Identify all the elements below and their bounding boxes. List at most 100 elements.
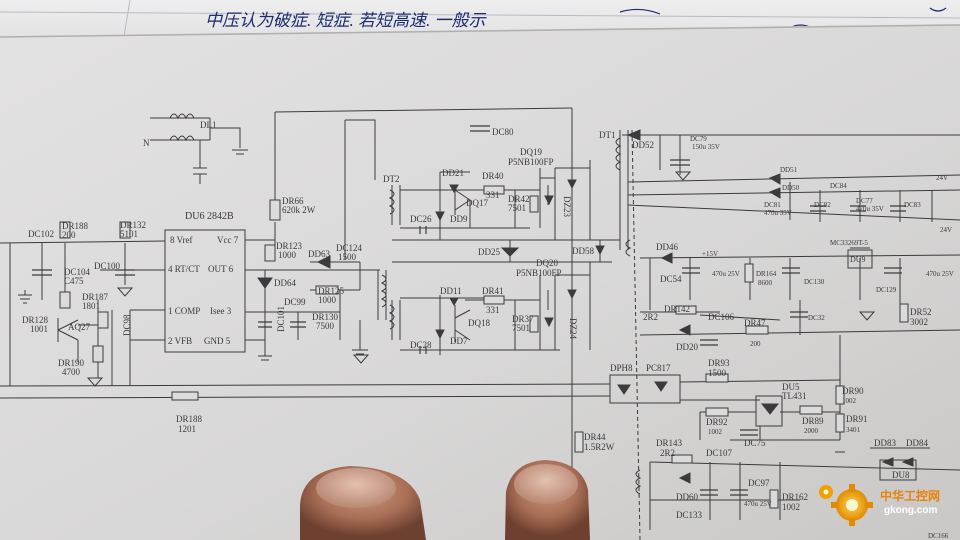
val-DR132: 5101: [120, 229, 138, 239]
val-DR89: 2000: [804, 427, 819, 435]
rail-24v-a: 24V: [936, 174, 948, 182]
pin-7: 2 VFB: [168, 336, 192, 346]
ref-DC80: DC80: [492, 127, 514, 137]
schematic-capacitors: [32, 125, 906, 496]
label-filter: DL1: [200, 120, 217, 130]
ref-DC28: DC28: [410, 340, 432, 350]
ref-DD50: DD50: [782, 184, 800, 192]
val-DR130: 7500: [316, 321, 335, 331]
val-DR92: 1002: [708, 428, 723, 436]
ref-DR47: DR47: [744, 318, 766, 328]
ref-DD25: DD25: [478, 247, 500, 257]
ref-DC99: DC99: [284, 297, 306, 307]
val-DQ19: P5NB100FP: [508, 157, 554, 167]
ref-DD46: DD46: [656, 242, 678, 252]
ref-DD21: DD21: [442, 168, 464, 178]
val-DR125: 1000: [318, 295, 337, 305]
ref-DQ20: DQ20: [536, 258, 558, 268]
ref-DR44: DR44: [584, 432, 606, 442]
ref-DC83: DC83: [904, 201, 921, 209]
val-DR188b: 1201: [178, 424, 196, 434]
ref-DQ19: DQ19: [520, 147, 542, 157]
ref-DC82: DC82: [814, 201, 831, 209]
ref-DR41: DR41: [482, 286, 504, 296]
pin-4: OUT 6: [208, 264, 234, 274]
ref-DC133: DC133: [676, 510, 703, 520]
small-gear-icon: [819, 485, 833, 499]
ground-symbols: [18, 171, 876, 387]
ref-DQ18: DQ18: [468, 318, 490, 328]
val-DR41: 331: [486, 305, 500, 315]
ref-DR52: DR52: [910, 307, 932, 317]
ref-DR162: DR162: [782, 492, 808, 502]
ref-DR42: DR42: [508, 194, 530, 204]
val-DR188: 200: [62, 230, 76, 240]
ref-DC84: DC84: [830, 182, 847, 190]
ref-DC130: DC130: [804, 278, 825, 286]
pin-8: GND 5: [204, 336, 231, 346]
val-DR40: 331: [486, 190, 500, 200]
val-DR187: 1801: [82, 301, 100, 311]
val-DC97: 470u 25V: [744, 500, 772, 508]
ref-DC104: DC104: [64, 267, 91, 277]
ref-DR89: DR89: [802, 416, 824, 426]
ref-DC100: DC100: [94, 261, 121, 271]
ref-DR91: DR91: [846, 414, 868, 424]
val-DR66: 620k 2W: [282, 205, 316, 215]
ref-DD83: DD83: [874, 438, 896, 448]
ref-DT1: DT1: [599, 130, 616, 140]
ref-DU9: DU9: [850, 255, 866, 264]
ref-DT2: DT2: [383, 174, 400, 184]
val-DR164: 8600: [758, 279, 773, 287]
handwritten-note: 中压认为破症. 短症. 若短高速. 一般示: [205, 11, 487, 30]
ref-AQ27: AQ27: [68, 322, 90, 332]
ref-DC107: DC107: [706, 448, 733, 458]
ref-DD7: DD7: [450, 336, 468, 346]
ref-DC79: DC79: [690, 135, 707, 143]
watermark-domain: gkong.com: [884, 505, 937, 516]
ref-DD58: DD58: [572, 246, 594, 256]
ref-DC98: DC98: [122, 314, 132, 336]
ref-2R2: 2R2: [643, 312, 658, 322]
val-DR42: 7501: [508, 203, 526, 213]
pin-1: 8 Vref: [170, 235, 193, 245]
watermark: 中华工控网 gkong.com: [819, 484, 940, 526]
ref-DR90: DR90: [842, 386, 864, 396]
ref-DC124: DC124: [336, 243, 363, 253]
ref-DZ24: DZ24: [568, 318, 578, 339]
schematic-symbols: [59, 185, 909, 509]
ref-DC81: DC81: [764, 201, 781, 209]
ref-DC166: DC166: [928, 532, 949, 540]
ref-DR40: DR40: [482, 171, 504, 181]
ref-DD84: DD84: [906, 438, 928, 448]
watermark-brand: 中华工控网: [880, 488, 940, 503]
ref-DR188b: DR188: [176, 414, 203, 424]
ref-DC75: DC75: [744, 438, 766, 448]
val-DR47: 200: [750, 340, 761, 348]
ref-DR143: DR143: [656, 438, 683, 448]
val-DR90: 1002: [842, 397, 857, 405]
ref-DD20: DD20: [676, 342, 698, 352]
val-DU5: TL431: [782, 391, 807, 401]
val-DR123: 1000: [278, 250, 297, 260]
pin-5: 1 COMP: [168, 306, 200, 316]
schematic-labels: N DL1 DU6 2842B 8 Vref Vcc 7 4 RT/CT OUT…: [22, 120, 954, 540]
ref-DR188: DR188: [62, 221, 89, 231]
val-DR162: 1002: [782, 502, 800, 512]
val-DU9: MC33269T-5: [830, 239, 868, 247]
ref-DC26: DC26: [410, 214, 432, 224]
schematic-wiring: [0, 107, 960, 540]
ref-DD11: DD11: [440, 286, 462, 296]
label-n: N: [143, 138, 150, 148]
ref-DR187: DR187: [82, 292, 109, 302]
ref-DD51: DD51: [780, 166, 798, 174]
val-DR128: 1001: [30, 324, 48, 334]
ref-DR92: DR92: [706, 417, 728, 427]
ref-DR190: DR190: [58, 358, 85, 368]
val-DR93: 1500: [708, 368, 727, 378]
val-DC77: 470u 35V: [856, 205, 884, 213]
ref-DPH8: DPH8: [610, 363, 633, 373]
ref-DC101: DC101: [276, 306, 286, 332]
